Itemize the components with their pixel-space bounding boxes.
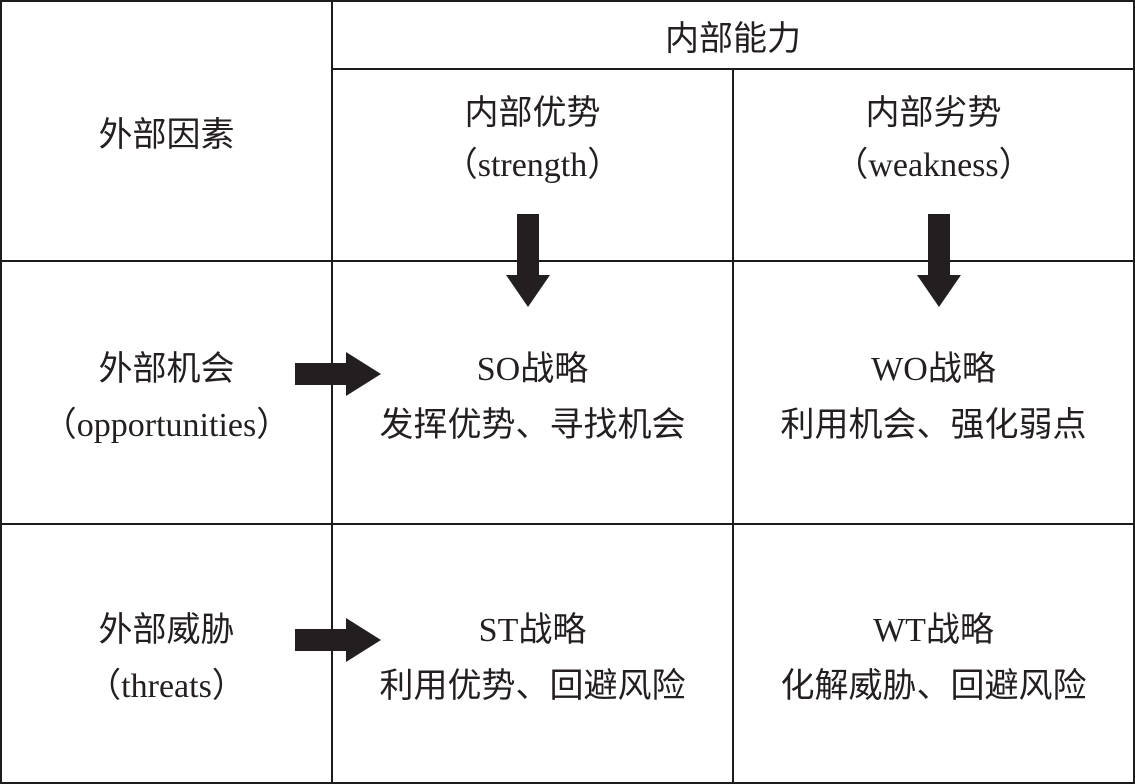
wo-strategy-title: WO战略	[871, 350, 996, 388]
wt-strategy-description: 化解威胁、回避风险	[780, 667, 1087, 705]
strength-subtitle: （strength）	[443, 147, 622, 184]
st-strategy-title: ST战略	[478, 611, 587, 649]
cell-external-factors: 外部因素	[2, 2, 331, 260]
wo-strategy-description: 利用机会、强化弱点	[780, 406, 1087, 444]
opportunities-sublabel: （opportunities）	[42, 406, 291, 444]
cell-wt-strategy: WT战略 化解威胁、回避风险	[732, 523, 1133, 782]
cell-external-threats: 外部威胁 （threats）	[2, 523, 331, 782]
opportunities-label: 外部机会	[98, 350, 235, 388]
right-arrow-threats-icon	[295, 618, 381, 662]
cell-internal-strength: 内部优势 （strength）	[331, 68, 732, 260]
down-arrow-strength-icon	[506, 214, 550, 307]
so-strategy-description: 发挥优势、寻找机会	[379, 406, 686, 444]
st-strategy-description: 利用优势、回避风险	[379, 667, 686, 705]
down-arrow-weakness-icon	[917, 214, 961, 307]
internal-capability-label: 内部能力	[665, 20, 801, 58]
external-factors-label: 外部因素	[98, 116, 235, 154]
wt-strategy-title: WT战略	[873, 611, 994, 649]
cell-external-opportunities: 外部机会 （opportunities）	[2, 260, 331, 523]
cell-internal-capability: 内部能力	[331, 2, 1133, 68]
threats-label: 外部威胁	[98, 611, 235, 649]
cell-st-strategy: ST战略 利用优势、回避风险	[331, 523, 732, 782]
weakness-title: 内部劣势	[865, 95, 1002, 132]
weakness-subtitle: （weakness）	[834, 147, 1033, 184]
threats-sublabel: （threats）	[87, 667, 246, 705]
cell-internal-weakness: 内部劣势 （weakness）	[732, 68, 1133, 260]
right-arrow-opportunities-icon	[295, 352, 381, 396]
so-strategy-title: SO战略	[476, 350, 589, 388]
strength-title: 内部优势	[464, 95, 601, 132]
